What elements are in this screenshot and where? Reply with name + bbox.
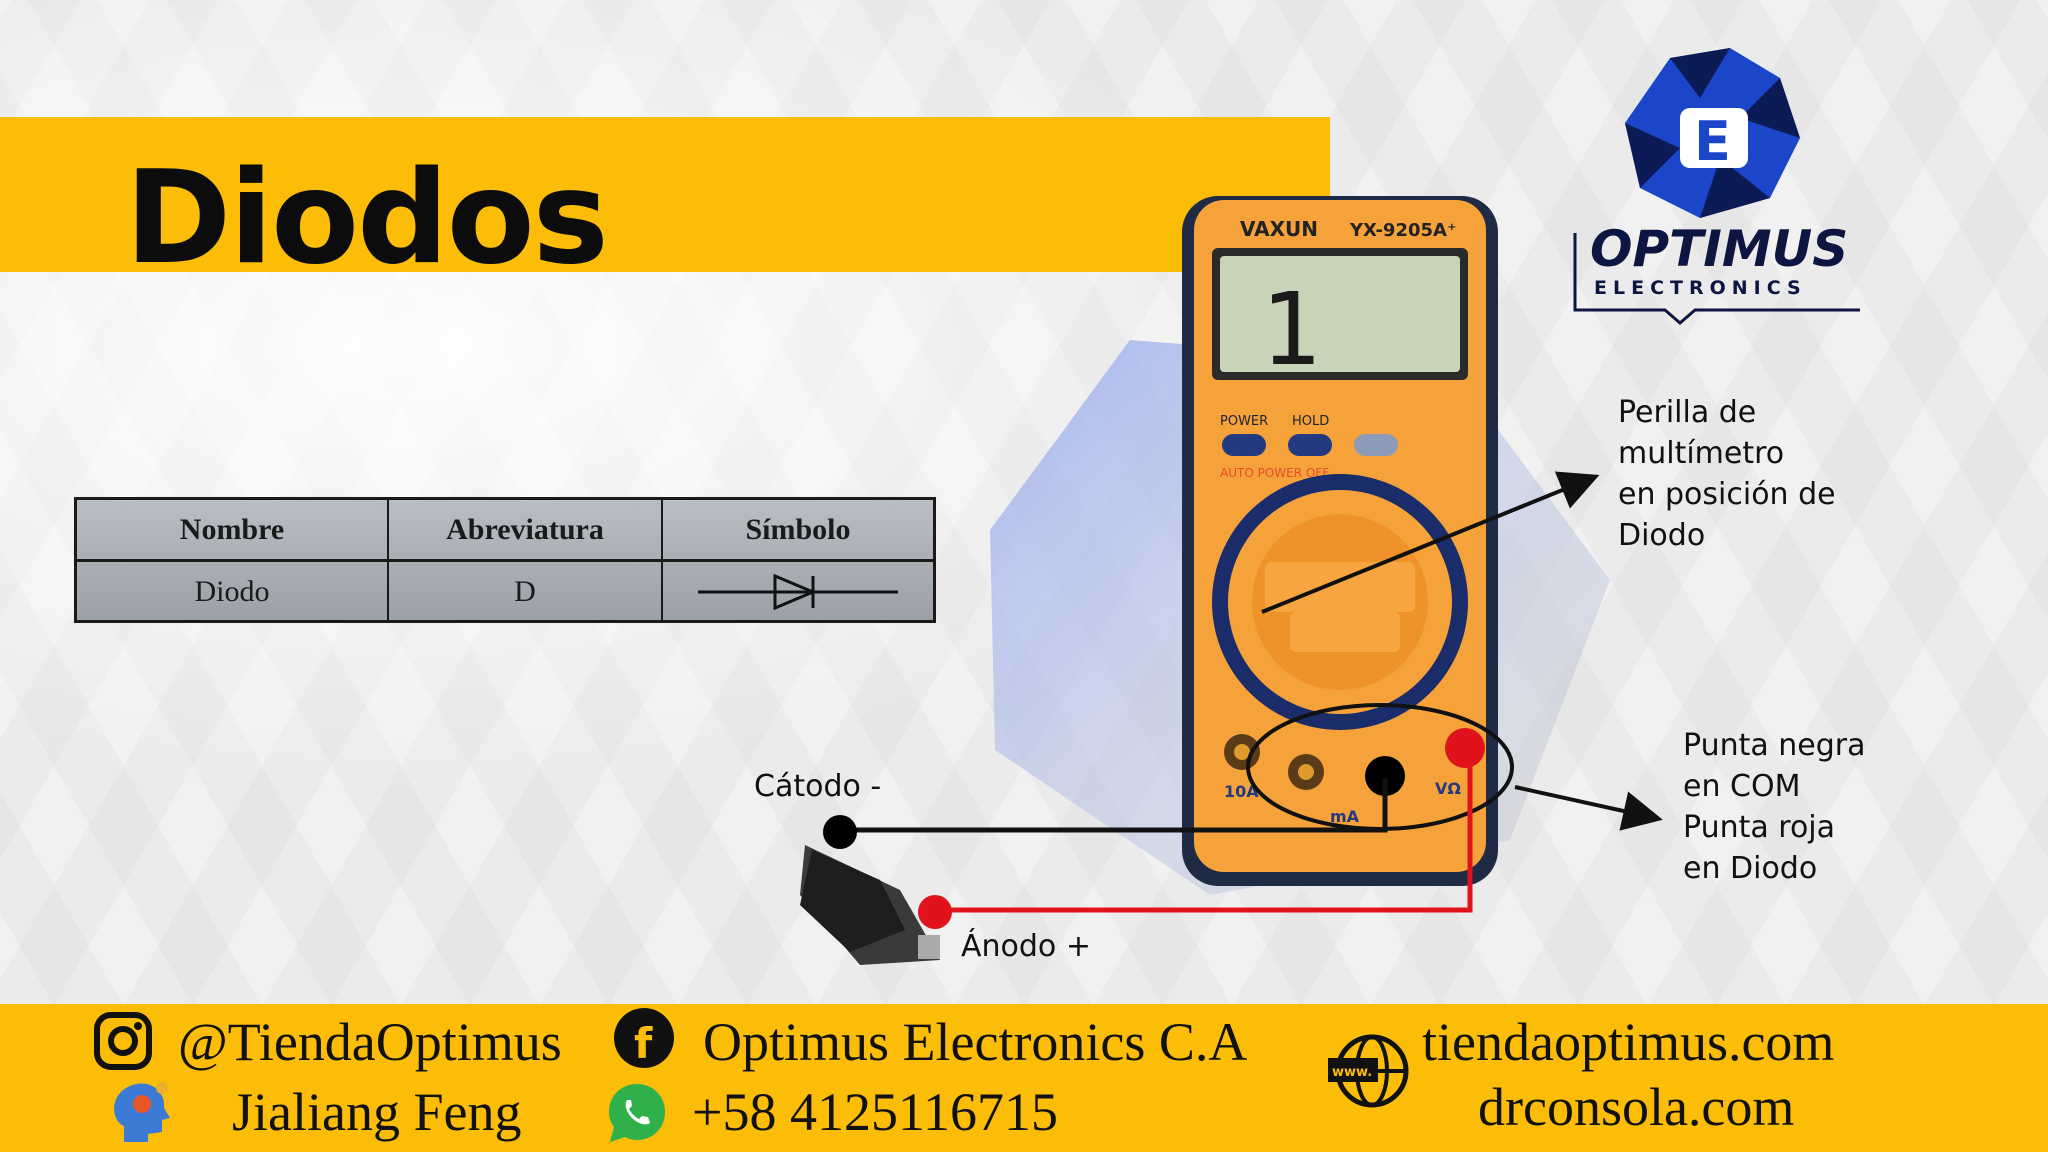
meter-display: 1 bbox=[1260, 271, 1320, 388]
svg-text:f: f bbox=[634, 1019, 653, 1068]
red-wire bbox=[935, 750, 1473, 913]
cathode-label: Cátodo - bbox=[754, 769, 882, 804]
meter-model: YX-9205A⁺ bbox=[1349, 220, 1456, 241]
website-link-1[interactable]: tiendaoptimus.com bbox=[1422, 1012, 1835, 1072]
power-label: POWER bbox=[1220, 414, 1268, 429]
logo-sub: ELECTRONICS bbox=[1594, 277, 1807, 299]
instagram-handle[interactable]: @TiendaOptimus bbox=[178, 1012, 562, 1072]
slide-title: Diodos bbox=[125, 144, 609, 293]
component-table: Nombre Abreviatura Símbolo Diodo D bbox=[74, 497, 936, 623]
hold-label: HOLD bbox=[1292, 414, 1329, 429]
probe-arrow bbox=[1514, 785, 1663, 831]
probe-note: Punta negra en COM Punta roja en Diodo bbox=[1683, 728, 1866, 886]
contact-name: Jialiang Feng bbox=[232, 1082, 522, 1142]
table-header-row: Nombre Abreviatura Símbolo bbox=[77, 500, 933, 560]
cell-abreviatura: D bbox=[389, 562, 663, 622]
svg-text:E: E bbox=[1694, 110, 1731, 173]
header-abreviatura: Abreviatura bbox=[389, 500, 663, 560]
auto-power-off: AUTO POWER OFF bbox=[1220, 466, 1329, 480]
profile-head-icon bbox=[114, 1082, 170, 1142]
anode-label: Ánodo + bbox=[961, 929, 1091, 964]
optimus-logo: E OPTIMUS ELECTRONICS bbox=[1573, 48, 1860, 325]
table-row: Diodo D bbox=[77, 562, 933, 622]
instagram-icon bbox=[94, 1012, 152, 1070]
website-link-2[interactable]: drconsola.com bbox=[1478, 1077, 1795, 1137]
header-nombre: Nombre bbox=[77, 500, 389, 560]
smd-diode-icon bbox=[800, 845, 940, 965]
diode-symbol-icon bbox=[663, 562, 933, 622]
jack-vohm: VΩ bbox=[1435, 779, 1461, 798]
jack-ma: mA bbox=[1330, 807, 1360, 826]
logo-name: OPTIMUS bbox=[1590, 220, 1848, 278]
knob-note: Perilla de multímetro en posición de Dio… bbox=[1618, 395, 1836, 553]
anode-terminal bbox=[918, 895, 952, 929]
knob-arrow bbox=[1261, 471, 1600, 614]
power-button bbox=[1222, 434, 1266, 456]
facebook-page[interactable]: Optimus Electronics C.A bbox=[703, 1012, 1248, 1072]
table-divider bbox=[77, 559, 933, 562]
jack-10a: 10A bbox=[1224, 782, 1259, 801]
multimeter: VAXUN YX-9205A⁺ 1 POWER HOLD AUTO POWER … bbox=[1182, 196, 1498, 886]
title-banner bbox=[0, 117, 1330, 272]
cell-nombre: Diodo bbox=[77, 562, 389, 622]
whatsapp-number[interactable]: +58 4125116715 bbox=[692, 1082, 1058, 1142]
meter-brand: VAXUN bbox=[1240, 217, 1318, 241]
globe-icon: www. bbox=[1328, 1034, 1409, 1108]
whatsapp-icon bbox=[609, 1084, 665, 1142]
hold-button bbox=[1288, 434, 1332, 456]
facebook-icon: f bbox=[614, 1008, 674, 1068]
cathode-terminal bbox=[823, 815, 857, 849]
svg-text:www.: www. bbox=[1332, 1065, 1372, 1080]
black-wire bbox=[840, 778, 1388, 833]
footer-bar bbox=[0, 1004, 2048, 1152]
header-simbolo: Símbolo bbox=[745, 513, 851, 546]
